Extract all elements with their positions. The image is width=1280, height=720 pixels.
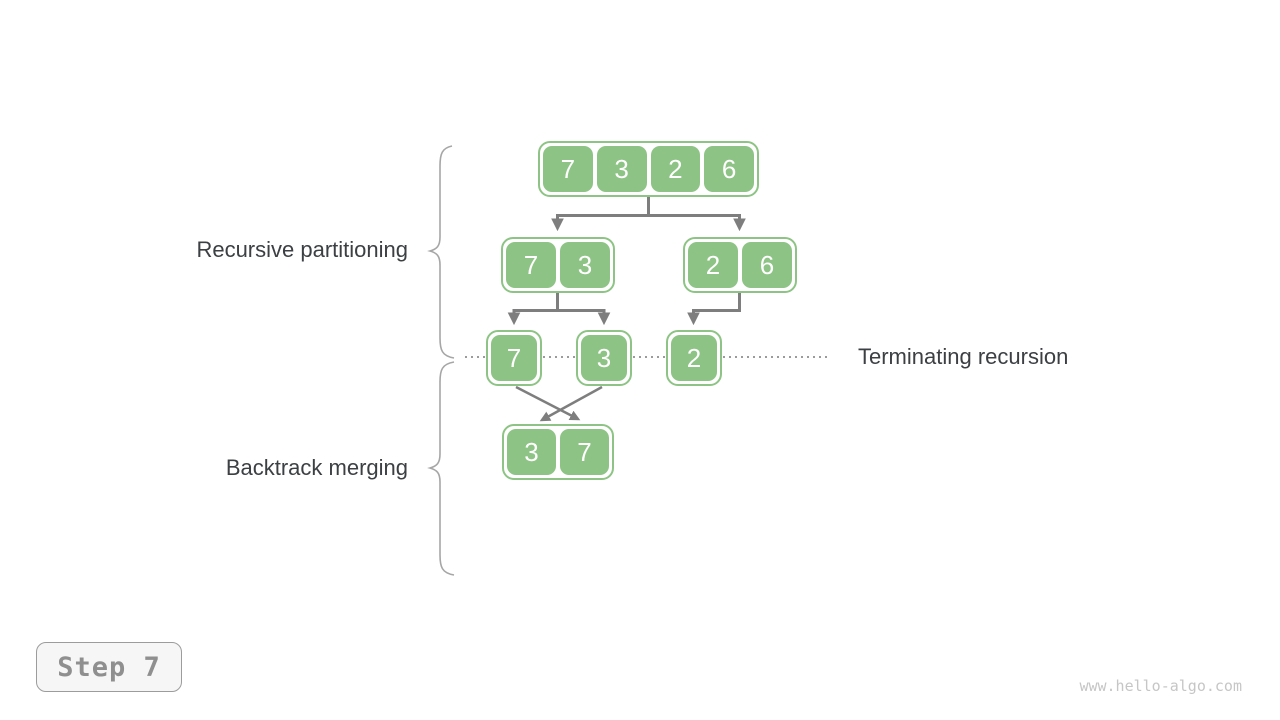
brace-recursive-partitioning <box>427 145 455 359</box>
watermark-url: www.hello-algo.com <box>1079 677 1242 695</box>
array-cell: 7 <box>543 146 593 192</box>
connector-l2left-split <box>514 293 604 312</box>
array-cell: 3 <box>560 242 610 288</box>
connector-l2right-split <box>693 293 741 312</box>
connector-l1-split <box>557 197 740 217</box>
array-cell: 6 <box>704 146 754 192</box>
array-cell: 2 <box>671 335 717 381</box>
label-recursive-partitioning: Recursive partitioning <box>196 237 408 262</box>
array-cell: 6 <box>742 242 792 288</box>
array-level3-2: 2 <box>666 330 722 386</box>
array-cell: 3 <box>507 429 556 475</box>
array-level3-7: 7 <box>486 330 542 386</box>
brace-backtrack-merging <box>427 361 455 576</box>
array-cell: 2 <box>688 242 738 288</box>
array-cell: 7 <box>560 429 609 475</box>
step-badge: Step 7 <box>36 642 182 692</box>
array-cell: 7 <box>491 335 537 381</box>
merge-arrow-3-to-left <box>539 385 603 422</box>
array-cell: 3 <box>596 146 647 192</box>
merge-arrow-7-to-right <box>515 385 581 421</box>
array-cell: 3 <box>581 335 627 381</box>
array-cell: 2 <box>650 146 701 192</box>
array-level3-3: 3 <box>576 330 632 386</box>
label-backtrack-merging: Backtrack merging <box>225 455 408 480</box>
label-terminating-recursion: Terminating recursion <box>858 344 1069 369</box>
array-cell: 7 <box>506 242 556 288</box>
